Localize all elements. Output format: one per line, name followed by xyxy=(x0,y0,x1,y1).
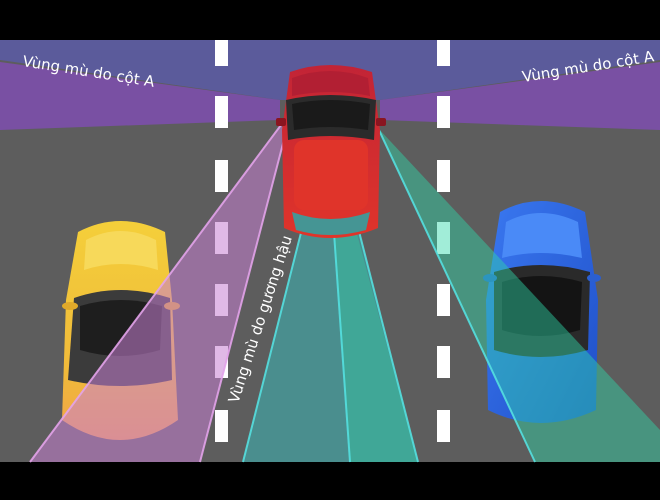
a-pillar-zone-left xyxy=(0,62,280,130)
vision-cone-right xyxy=(378,128,660,462)
mirror-blind-spot-zone xyxy=(30,125,286,462)
blue-car-icon xyxy=(483,201,601,423)
frame-top xyxy=(0,0,660,40)
vision-cone-center xyxy=(243,118,418,462)
mirror-zone-edges xyxy=(29,124,287,463)
frame-bottom xyxy=(0,462,660,500)
red-car-icon xyxy=(276,65,386,238)
lane-markings-right xyxy=(437,40,450,442)
